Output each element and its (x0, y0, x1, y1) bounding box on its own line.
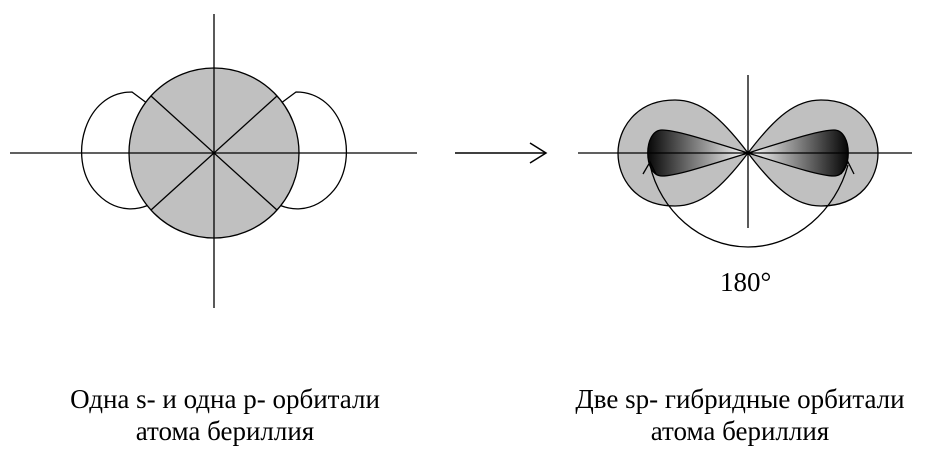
left-caption: Одна s- и одна p- орбитали атома берилли… (60, 383, 390, 447)
sp-hybrid-orbitals (578, 75, 912, 247)
right-caption-line1: Две sp- гибридные орбитали (545, 383, 935, 415)
s-and-p-orbitals (10, 14, 417, 308)
right-caption-line2: атома бериллия (545, 415, 935, 447)
left-caption-line2: атома бериллия (60, 415, 390, 447)
left-caption-line1: Одна s- и одна p- орбитали (60, 383, 390, 415)
right-caption: Две sp- гибридные орбитали атома берилли… (545, 383, 935, 447)
transformation-arrow (455, 143, 546, 163)
angle-label: 180° (720, 266, 771, 298)
